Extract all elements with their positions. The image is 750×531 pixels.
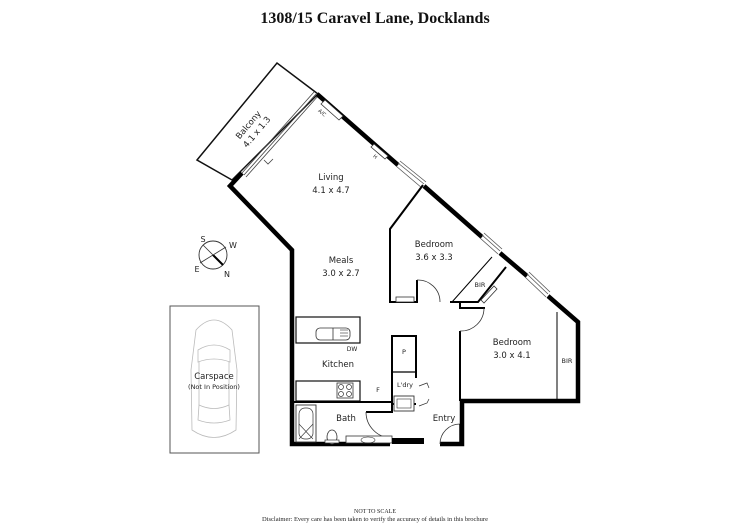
carspace [169, 305, 260, 454]
front-door [439, 423, 461, 445]
laundry-taps [418, 382, 430, 407]
bedroom2-size: 3.0 x 4.1 [493, 351, 530, 361]
heater-bir [480, 285, 498, 304]
compass-w: W [229, 241, 237, 250]
living-label: Living [318, 173, 343, 183]
living-size: 4.1 x 4.7 [312, 186, 349, 196]
outer-walls [226, 92, 581, 447]
bir1-label: BIR [475, 281, 486, 289]
laundry-tub [393, 395, 415, 412]
ac-label: A/C [316, 108, 327, 118]
laundry-label: L'dry [397, 381, 413, 389]
pantry-laundry-walls [391, 335, 417, 405]
property-address-title: 1308/15 Caravel Lane, Docklands [260, 10, 490, 27]
pantry-label: P [402, 348, 406, 356]
bedroom1-size: 3.6 x 3.3 [415, 253, 452, 263]
meals-label: Meals [329, 256, 354, 266]
bedroom2-door [459, 307, 485, 332]
carspace-label: Carspace [194, 372, 234, 382]
bedroom2-label: Bedroom [493, 338, 531, 348]
fridge-label: F [376, 386, 380, 394]
carspace-note: (Not In Position) [188, 383, 240, 391]
dishwasher-label: DW [347, 346, 358, 353]
vanity [345, 435, 393, 444]
compass-s: S [200, 235, 205, 244]
heater-label: H [371, 154, 378, 161]
entry-label: Entry [433, 414, 456, 424]
compass-letters: S W E N [194, 235, 237, 279]
toilet [324, 429, 340, 445]
bir2-label: BIR [562, 357, 573, 365]
compass-n: N [224, 270, 230, 279]
car-icon [190, 319, 238, 438]
bedroom1-door [416, 279, 441, 303]
kitchen-label: Kitchen [322, 360, 354, 370]
compass-icon [198, 240, 228, 270]
heater-bedroom1 [395, 296, 415, 303]
bath-door [365, 411, 393, 439]
not-to-scale-note: NOT TO SCALE [353, 509, 396, 515]
meals-size: 3.0 x 2.7 [322, 269, 359, 279]
ac-unit [320, 99, 344, 121]
disclaimer-text: Disclaimer: Every care has been taken to… [262, 516, 488, 523]
balcony-sliding-door [241, 91, 319, 178]
bath-walls [292, 401, 393, 413]
room-labels: Balcony 4.1 x 1.3 Living 4.1 x 4.7 Meals… [188, 108, 573, 424]
bedroom1-label: Bedroom [415, 240, 453, 250]
kitchen-bench [295, 380, 361, 402]
bath-label: Bath [336, 414, 356, 424]
heater-living [370, 143, 389, 160]
bathtub [295, 404, 317, 443]
kitchen-island [295, 316, 361, 344]
windows [395, 160, 551, 298]
bedroom2-walls [459, 302, 558, 401]
entry-cupboard [392, 438, 424, 444]
compass-e: E [194, 265, 199, 274]
